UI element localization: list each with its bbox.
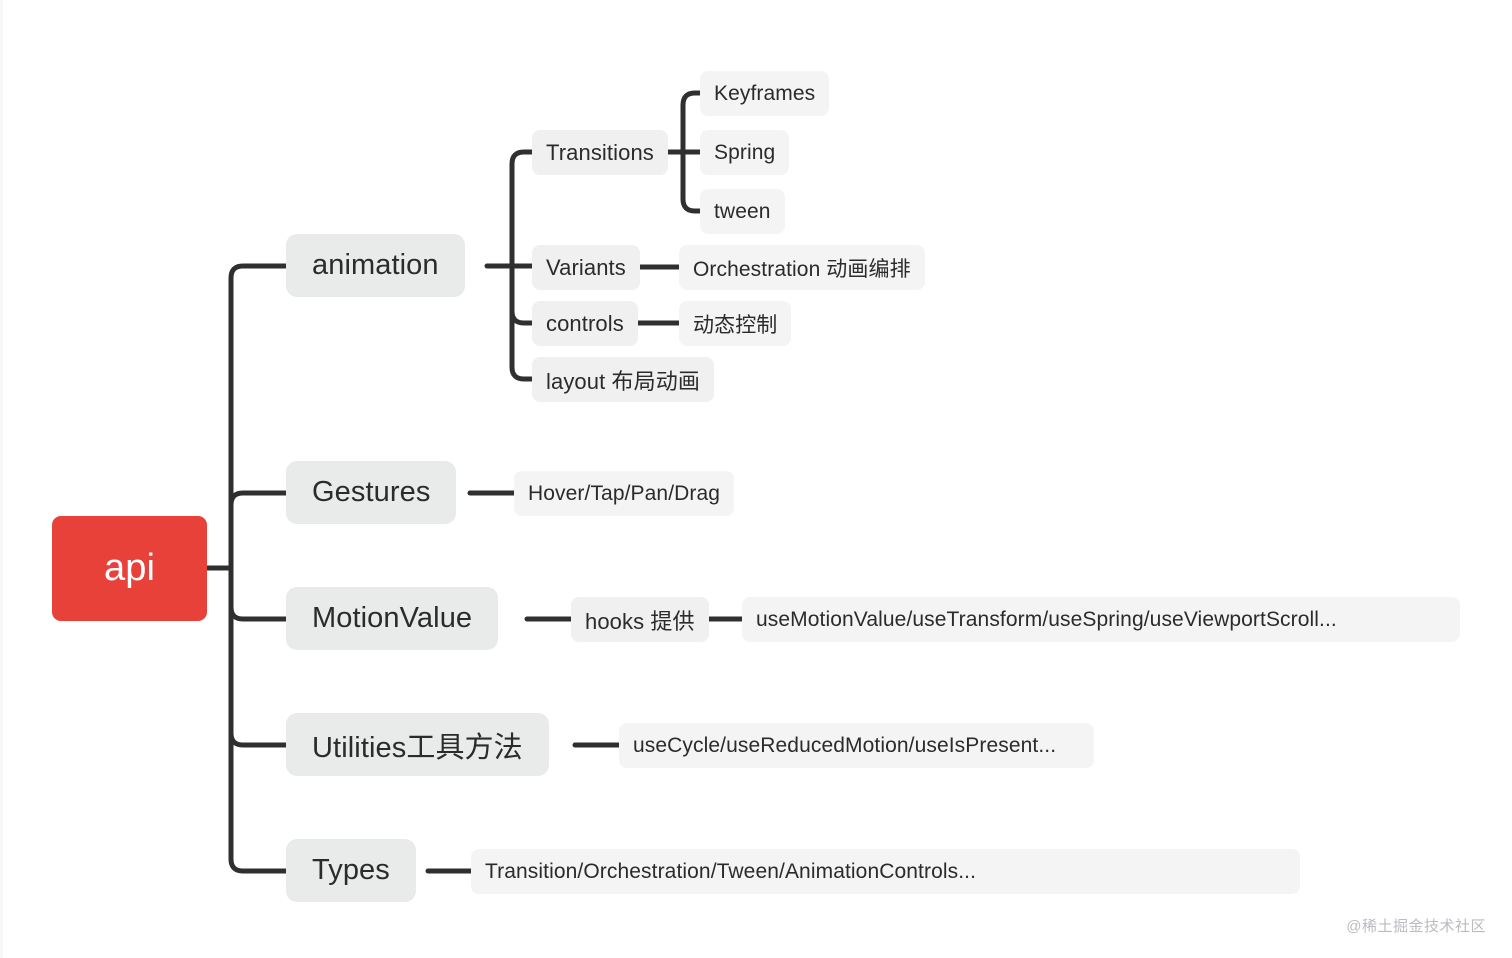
edge-root-to-motionvalue — [228, 565, 289, 622]
edge-root-to-gestures — [228, 490, 289, 571]
node-label-controls: controls — [546, 310, 624, 336]
node-label-spring: Spring — [714, 140, 776, 164]
node-variants[interactable]: Variants — [532, 245, 640, 290]
watermark: @稀土掘金技术社区 — [1346, 918, 1486, 935]
node-label-keyframes: Keyframes — [714, 81, 816, 105]
node-label-types-list: Transition/Orchestration/Tween/Animation… — [485, 859, 977, 883]
root-node-api[interactable]: api — [52, 516, 207, 621]
left-edge-strip — [0, 0, 3, 958]
node-label-layout: layout 布局动画 — [546, 368, 700, 394]
node-dynamic-control[interactable]: 动态控制 — [679, 301, 792, 346]
root-node-label: api — [103, 547, 155, 589]
edge-animation-to-controls — [509, 263, 535, 326]
node-types-list[interactable]: Transition/Orchestration/Tween/Animation… — [471, 849, 1300, 894]
node-keyframes[interactable]: Keyframes — [700, 71, 830, 116]
node-orchestration[interactable]: Orchestration 动画编排 — [679, 245, 925, 290]
node-label-variants: Variants — [546, 254, 626, 280]
edge-animation-to-layout — [509, 263, 535, 382]
branch-node-motionvalue[interactable]: MotionValue — [286, 587, 499, 650]
branch-label-animation: animation — [312, 249, 439, 281]
edge-animation-to-transitions — [509, 149, 535, 269]
node-transitions[interactable]: Transitions — [532, 130, 668, 175]
branch-label-utilities: Utilities工具方法 — [312, 731, 523, 764]
node-controls[interactable]: controls — [532, 301, 638, 346]
branch-label-gestures: Gestures — [312, 476, 431, 508]
node-gesture-list[interactable]: Hover/Tap/Pan/Drag — [514, 471, 735, 516]
node-spring[interactable]: Spring — [700, 130, 790, 175]
node-label-motionvalue-hooks-list: useMotionValue/useTransform/useSpring/us… — [756, 607, 1337, 631]
branch-label-motionvalue: MotionValue — [312, 602, 473, 634]
node-label-transitions: Transitions — [546, 139, 654, 165]
node-motionvalue-hooks-list[interactable]: useMotionValue/useTransform/useSpring/us… — [742, 597, 1460, 642]
branch-node-utilities[interactable]: Utilities工具方法 — [286, 713, 549, 776]
node-label-hooks-provide: hooks 提供 — [585, 608, 695, 634]
node-hooks-provide[interactable]: hooks 提供 — [571, 597, 709, 642]
node-layout[interactable]: layout 布局动画 — [532, 357, 714, 402]
edge-root-to-animation — [228, 263, 289, 571]
node-utilities-list[interactable]: useCycle/useReducedMotion/useIsPresent..… — [619, 723, 1094, 768]
node-label-tween: tween — [714, 199, 771, 223]
node-label-dynamic-control: 动态控制 — [693, 313, 778, 337]
node-label-utilities-list: useCycle/useReducedMotion/useIsPresent..… — [633, 733, 1057, 757]
branch-label-types: Types — [312, 854, 390, 886]
branch-node-gestures[interactable]: Gestures — [286, 461, 457, 524]
branch-node-animation[interactable]: animation — [286, 234, 465, 297]
node-label-orchestration: Orchestration 动画编排 — [693, 257, 911, 281]
branch-node-types[interactable]: Types — [286, 839, 416, 902]
edge-root-to-utilities — [228, 565, 289, 748]
edge-root-to-types — [228, 565, 289, 874]
node-label-gesture-list: Hover/Tap/Pan/Drag — [528, 481, 721, 505]
node-tween[interactable]: tween — [700, 189, 785, 234]
